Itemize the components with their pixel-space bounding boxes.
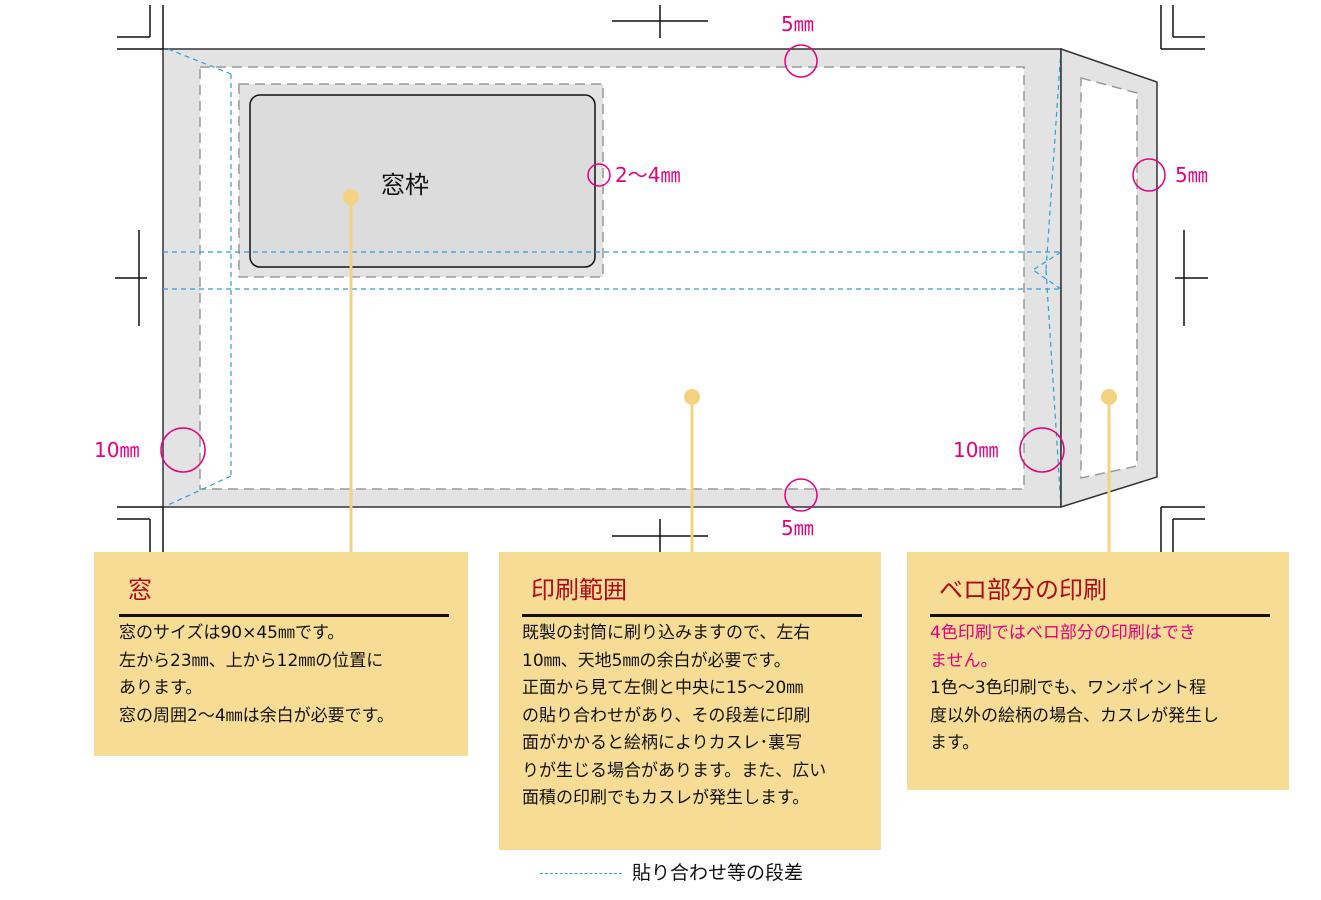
left-margin-circle xyxy=(160,427,206,473)
window-info-title: 窓 xyxy=(128,576,152,604)
bottom-margin-label: 5㎜ xyxy=(781,516,814,540)
print-range-line: 面がかかると絵柄によりカスレ･裏写 xyxy=(522,733,803,753)
left-margin-label: 10㎜ xyxy=(94,438,140,462)
leader-lines xyxy=(349,197,1111,552)
window-info-line: 窓の周囲2〜4㎜は余白が必要です。 xyxy=(119,705,394,726)
print-range-title: 印刷範囲 xyxy=(531,576,627,604)
right-margin-circle xyxy=(1019,427,1065,473)
window-margin-circle xyxy=(587,163,611,187)
top-margin-circle xyxy=(784,44,818,78)
leader-dots xyxy=(343,189,1117,405)
print-area-leader-dot xyxy=(684,389,700,405)
glue-seams xyxy=(163,48,1062,508)
print-range-box: 印刷範囲 既製の封筒に刷り込みますので、左右 10㎜、天地5㎜の余白が必要です。… xyxy=(499,552,881,850)
dimension-circles xyxy=(160,44,1166,512)
window-frame xyxy=(249,94,596,268)
print-range-line: 面積の印刷でもカスレが発生します。 xyxy=(522,788,810,808)
flap-printing-line: 1色〜3色印刷でも、ワンポイント程 xyxy=(930,678,1207,698)
flap-printing-warning-line: ません。 xyxy=(930,650,998,671)
window-info-rule xyxy=(119,614,449,617)
window-info-line: あります。 xyxy=(119,678,203,698)
flap-printing-title: ベロ部分の印刷 xyxy=(939,576,1107,604)
print-range-line: 10㎜、天地5㎜の余白が必要です。 xyxy=(522,650,791,671)
bottom-margin-circle xyxy=(784,478,818,512)
right-margin-label: 10㎜ xyxy=(953,438,999,462)
legend-label: 貼り合わせ等の段差 xyxy=(632,862,804,884)
print-range-line: の貼り合わせがあり、その段差に印刷 xyxy=(522,705,811,726)
print-range-line: 既製の封筒に刷り込みますので、左右 xyxy=(522,623,811,643)
flap-printing-line: ます。 xyxy=(930,733,980,753)
flap-printing-box: ベロ部分の印刷 4色印刷ではベロ部分の印刷はでき ません。 1色〜3色印刷でも、… xyxy=(907,552,1289,790)
window-info-line: 左から23㎜、上から12㎜の位置に xyxy=(119,650,384,671)
window-leader-dot xyxy=(343,189,359,205)
print-range-rule xyxy=(522,614,862,617)
window-info-body: 窓のサイズは90×45㎜です。 左から23㎜、上から12㎜の位置に あります。 … xyxy=(119,620,394,730)
flap-margin-label: 5㎜ xyxy=(1175,163,1208,187)
window-frame-label: 窓枠 xyxy=(381,171,429,199)
print-range-line: 正面から見て左側と中央に15〜20㎜ xyxy=(522,678,804,698)
print-range-body: 既製の封筒に刷り込みますので、左右 10㎜、天地5㎜の余白が必要です。 正面から… xyxy=(522,620,826,813)
window-info-line: 窓のサイズは90×45㎜です。 xyxy=(119,623,345,643)
flap-printing-warning-line: 4色印刷ではベロ部分の印刷はでき xyxy=(930,623,1196,643)
window-info-box: 窓 窓のサイズは90×45㎜です。 左から23㎜、上から12㎜の位置に あります… xyxy=(94,552,468,756)
flap-leader-dot xyxy=(1101,389,1117,405)
top-margin-label: 5㎜ xyxy=(781,12,814,36)
flap-printing-line: 度以外の絵柄の場合、カスレが発生し xyxy=(930,705,1219,726)
print-range-line: りが生じる場合があります。また、広い xyxy=(522,760,827,781)
flap-printing-body: 4色印刷ではベロ部分の印刷はでき ません。 1色〜3色印刷でも、ワンポイント程 … xyxy=(930,620,1219,758)
window-margin-label: 2〜4㎜ xyxy=(615,163,681,187)
flap-inner xyxy=(1080,77,1138,479)
flap-printing-rule xyxy=(930,614,1270,617)
flap-margin-circle xyxy=(1132,158,1166,192)
legend-dashed-line xyxy=(540,873,622,874)
